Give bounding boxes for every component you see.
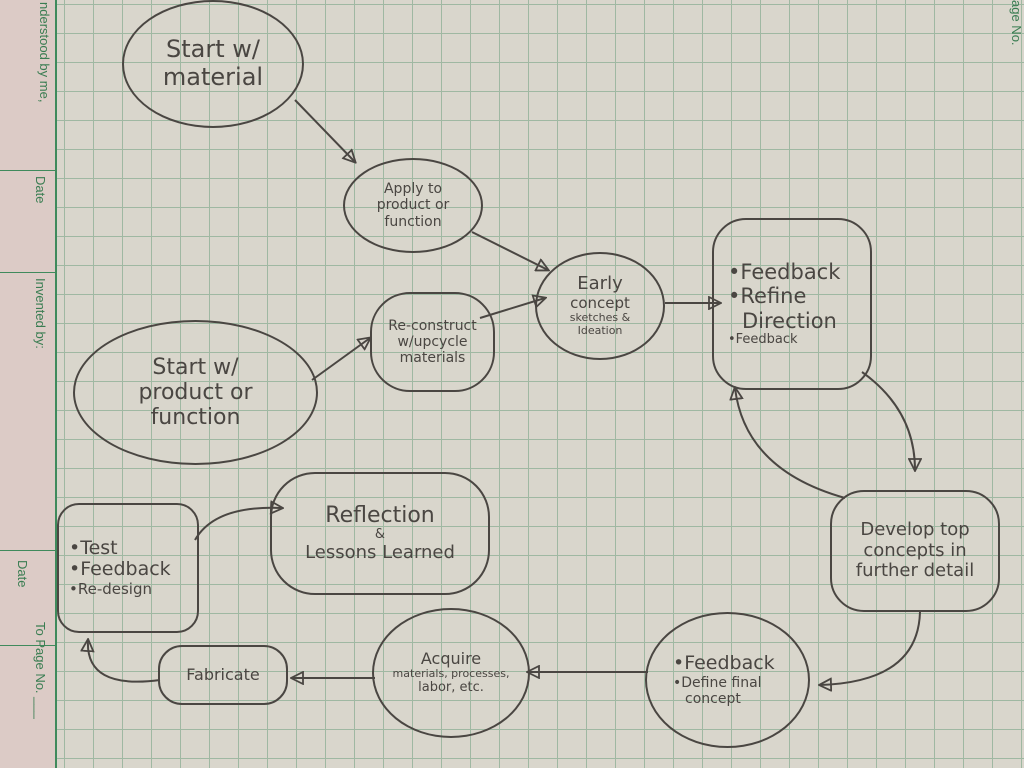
- node-text: concepts in: [863, 539, 967, 561]
- margin-divider: [0, 645, 55, 646]
- node-text: Apply to: [383, 181, 443, 198]
- arrow-develop-to-define: [820, 611, 921, 685]
- arrow-apply-to-early: [471, 231, 548, 270]
- node-text: &: [374, 527, 386, 543]
- node-text: sketches &: [569, 311, 631, 325]
- node-text: material: [162, 63, 264, 91]
- node-fabricate: Fabricate: [158, 645, 288, 705]
- node-start-with-material: Start w/material: [122, 0, 304, 128]
- node-text: •Test: [69, 536, 118, 559]
- margin-divider: [0, 550, 55, 551]
- node-text: function: [150, 405, 241, 431]
- node-text: Acquire: [420, 649, 482, 669]
- node-text: materials: [399, 350, 466, 367]
- node-text: Fabricate: [186, 664, 260, 684]
- node-text: •Feedback: [673, 651, 775, 674]
- node-text: concept: [570, 294, 630, 313]
- arrow-product-to-reconstruct: [311, 338, 370, 381]
- node-text: •Feedback: [69, 558, 171, 581]
- node-text: •Feedback: [728, 260, 841, 285]
- node-text: product or: [376, 197, 450, 214]
- arrow-develop-to-feedback: [735, 388, 846, 499]
- node-reflection-lessons: Reflection&Lessons Learned: [270, 472, 490, 595]
- arrow-fabricate-to-test: [88, 640, 161, 683]
- node-text: •Re-design: [69, 580, 152, 599]
- node-text: Direction: [742, 308, 837, 333]
- node-text: •Refine: [728, 284, 807, 309]
- node-text: Start w/: [166, 35, 260, 64]
- node-text: product or: [138, 379, 253, 405]
- node-text: Early: [577, 273, 623, 295]
- node-text: further detail: [855, 560, 975, 582]
- node-text: Ideation: [577, 323, 623, 337]
- notebook-margin: nderstood by me, Date Invented by: Date …: [0, 0, 57, 768]
- node-text: •Define final: [673, 674, 762, 691]
- margin-divider: [0, 272, 55, 273]
- node-text: Re-construct: [388, 317, 477, 334]
- node-text: Develop top: [860, 518, 970, 540]
- node-text: function: [384, 213, 442, 230]
- node-text: w/upcycle: [397, 333, 468, 350]
- arrow-feedback-to-develop: [861, 371, 915, 470]
- node-test-feedback-redesign: •Test•Feedback•Re-design: [57, 503, 199, 633]
- node-text: Reflection: [325, 503, 435, 529]
- arrow-test-to-reflection: [194, 508, 282, 541]
- node-text: Start w/: [152, 354, 239, 380]
- arrow-start-to-apply: [294, 99, 355, 162]
- node-text: concept: [685, 690, 741, 707]
- node-text: •Feedback: [728, 331, 798, 347]
- node-text: labor, etc.: [418, 680, 484, 696]
- node-text: Lessons Learned: [305, 542, 455, 564]
- node-text: materials, processes,: [392, 667, 510, 681]
- margin-divider: [0, 170, 55, 171]
